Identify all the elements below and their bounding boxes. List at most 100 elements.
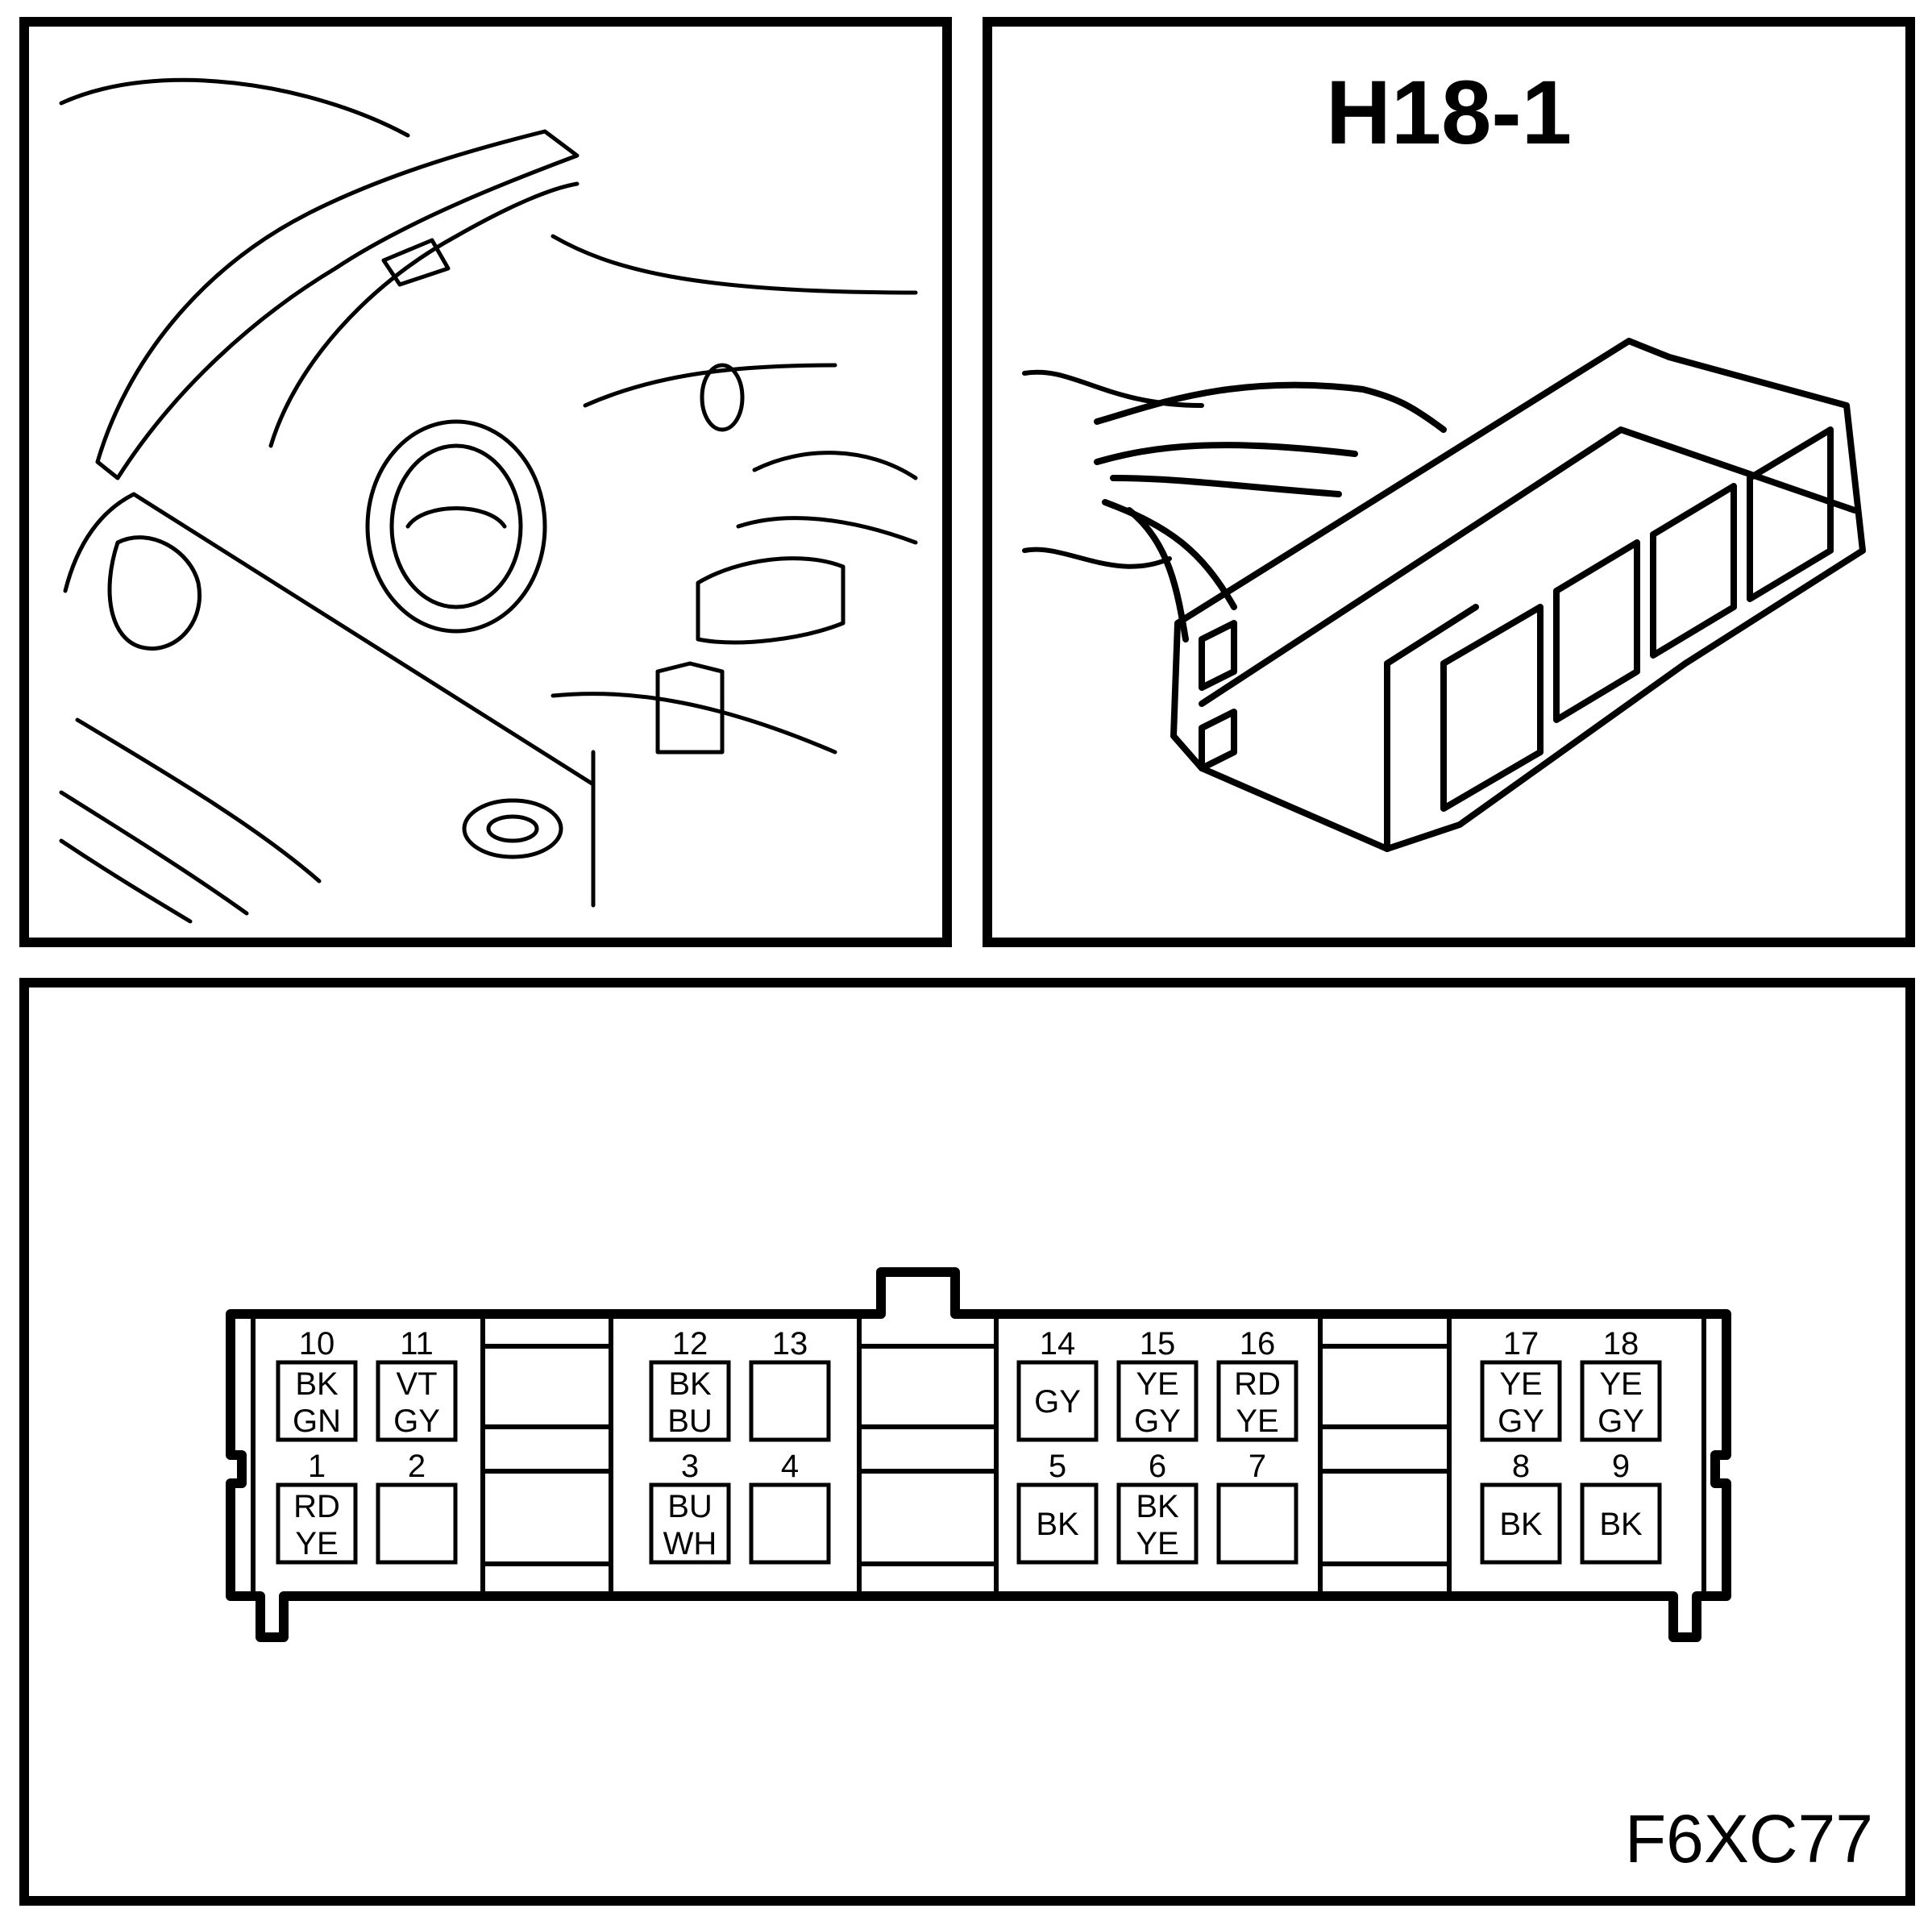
wire-color-code: GN [293,1403,341,1439]
hood-line [59,77,410,138]
connector-housing [1170,338,1866,852]
windshield-frame [95,129,580,480]
pin-box [649,1482,731,1565]
wire-lower [1022,547,1172,569]
wire-color-code: BU [667,1403,713,1439]
door-lower [59,790,249,916]
door-handle [462,798,563,859]
pin-number: 3 [681,1449,699,1484]
wire-color-code: RD [1234,1366,1281,1402]
wire-bundle-1 [1094,381,1447,433]
wire-color-code: RD [293,1489,340,1524]
pin-box [749,1482,831,1565]
pin-box [276,1482,358,1565]
pin-cavity-5: 5BK [1016,1449,1099,1565]
pin-box [1016,1360,1099,1442]
wire-color-code: BK [295,1366,339,1402]
connector-title: H18-1 [1325,62,1573,163]
pin-number: 5 [1049,1449,1066,1484]
pin-box [1580,1360,1662,1442]
wire-color-code: YE [1236,1403,1278,1439]
dash-mid [583,363,837,408]
pin-box [1480,1482,1562,1565]
pin-box [1116,1360,1199,1442]
wire-color-code: GY [1034,1384,1081,1420]
seat-cushion [551,692,837,755]
steering-wheel-inner [389,443,523,609]
pin-box [276,1360,358,1442]
pin-number: 13 [772,1326,808,1362]
dash-top [551,234,918,295]
wire-bundle-4 [1102,499,1237,610]
wire-bundle-2 [1094,442,1358,465]
wire-color-code: YE [1136,1526,1178,1561]
wire-color-code: YE [1599,1366,1642,1402]
side-mirror [107,535,202,651]
pillar-line [268,181,580,448]
pin-cavity-13: 13 [749,1326,831,1442]
pin-number: 12 [672,1326,708,1362]
wire-color-code: BK [1599,1507,1643,1542]
latch [1199,620,1237,691]
steering-wheel [365,419,547,634]
wire-color-code: BK [668,1366,712,1402]
pin-box [1580,1482,1662,1565]
pin-number: 9 [1612,1449,1630,1484]
pin-number: 16 [1240,1326,1276,1362]
pin-box [1480,1360,1562,1442]
connector-illustration [1022,338,1866,852]
wire-color-code: BK [1036,1507,1079,1542]
wire-color-code: BK [1136,1489,1179,1524]
pin-cavity-9: 9BK [1580,1449,1662,1565]
pin-number: 17 [1503,1326,1539,1362]
pin-number: 11 [400,1326,434,1362]
cavity-block-2 [1553,539,1640,723]
pin-number: 18 [1603,1326,1639,1362]
vent [700,363,745,432]
pin-box [1216,1360,1298,1442]
seat-top [736,516,918,545]
front-face-edge [1384,604,1479,852]
connector-view-panel: H18-1 [983,17,1915,947]
pin-number: 15 [1140,1326,1176,1362]
door-crease [75,717,322,884]
wire-color-code: YE [1136,1366,1178,1402]
housing-edge [1199,426,1858,707]
pin-box [649,1360,731,1442]
connector-outline [226,1267,1731,1642]
pin-box [1116,1482,1199,1565]
pin-number: 1 [308,1449,326,1484]
steering-spoke [405,506,507,529]
pin-number: 6 [1149,1449,1166,1484]
cavity-block-3 [1650,483,1737,659]
pin-box [749,1360,831,1442]
wire-color-code: VT [396,1366,437,1402]
wire-color-code: BK [1499,1507,1543,1542]
pin-box [376,1482,458,1565]
seat-back [752,451,918,480]
beltline [63,492,596,787]
latch-lower [1199,709,1237,771]
mirror [381,238,451,287]
pin-number: 7 [1249,1449,1266,1484]
wire-color-code: GY [1598,1403,1644,1439]
cavity-block-4 [1747,426,1834,602]
wire-color-code: YE [1499,1366,1542,1402]
pin-cavity-7: 7 [1216,1449,1298,1565]
pin-cavity-2: 2 [376,1449,458,1565]
pin-number: 8 [1512,1449,1530,1484]
wire-color-code: GY [1498,1403,1544,1439]
pin-cavity-4: 4 [749,1449,831,1565]
cavity-block-1 [1440,604,1544,812]
